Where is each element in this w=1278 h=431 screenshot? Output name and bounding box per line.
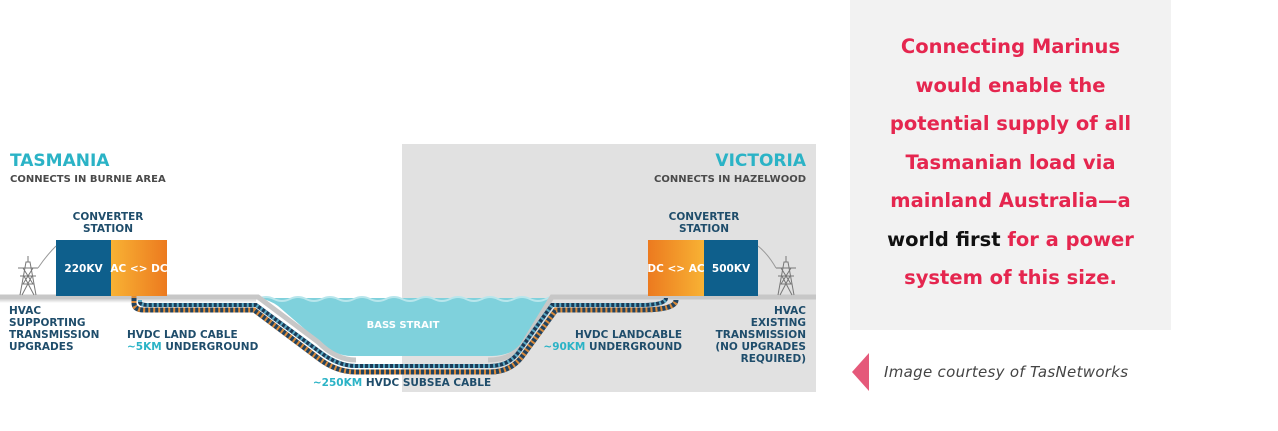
transmission-tower-left-icon (18, 256, 38, 296)
hvac-right-line-3: TRANSMISSION (716, 329, 806, 341)
subsea-cable-label: ~250KM HVDC SUBSEA CABLE (313, 377, 491, 389)
image-credit: Image courtesy of TasNetworks (852, 352, 1128, 392)
marinus-link-diagram: BASS STRAIT TASMANIA CONNECTS IN BURNIE … (0, 144, 816, 392)
victoria-title: VICTORIA (715, 151, 806, 171)
hvac-left-line-2: SUPPORTING (9, 317, 86, 329)
land-cable-left-line-1: HVDC LAND CABLE (127, 329, 238, 341)
transmission-tower-right-icon (776, 256, 796, 296)
tasmania-subtitle: CONNECTS IN BURNIE AREA (10, 174, 166, 185)
land-cable-right-rest: UNDERGROUND (585, 341, 682, 353)
hvac-right-line-5: REQUIRED) (741, 353, 806, 365)
hvac-left-line-4: UPGRADES (9, 341, 74, 353)
hvdc-subsea-cable (138, 297, 668, 368)
quote-part-2: for a power system of this size. (904, 227, 1134, 290)
credit-text: Image courtesy of TasNetworks (884, 363, 1129, 381)
power-line-right (757, 245, 777, 269)
land-cable-left-rest: UNDERGROUND (162, 341, 259, 353)
subsea-cable-rest: HVDC SUBSEA CABLE (362, 377, 491, 389)
power-line-left (37, 245, 57, 269)
water-waves (257, 296, 553, 302)
tasmania-title: TASMANIA (10, 151, 110, 171)
quote-panel: Connecting Marinus would enable the pote… (850, 0, 1171, 330)
land-cable-right-line-1: HVDC LANDCABLE (575, 329, 682, 341)
triangle-left-icon (852, 353, 869, 391)
voltage-500kv-label: 500KV (712, 263, 751, 275)
ground-shade-left (0, 299, 256, 303)
hvac-right-line-4: (NO UPGRADES (715, 341, 806, 353)
hvac-right-line-1: HVAC (774, 305, 806, 317)
converter-ac-dc-box (111, 240, 167, 296)
pull-quote: Connecting Marinus would enable the pote… (850, 0, 1171, 298)
converter-heading-left-1: CONVERTER (73, 211, 144, 223)
dc-ac-label: DC <> AC (647, 263, 704, 275)
ground-line-left (0, 294, 357, 363)
hvdc-land-cable-left-stripes (131, 296, 679, 375)
land-cable-left-distance: ~5KM (127, 341, 162, 353)
converter-500kv-box (704, 240, 758, 296)
converter-heading-right-2: STATION (679, 223, 729, 235)
land-cable-right-distance: ~90KM (543, 341, 585, 353)
hvac-right-line-2: EXISTING (751, 317, 806, 329)
converter-dc-ac-box (648, 240, 704, 296)
voltage-220kv-label: 220KV (64, 263, 103, 275)
bass-strait-water (258, 298, 550, 356)
converter-heading-right-1: CONVERTER (669, 211, 740, 223)
subsea-cable-distance: ~250KM (313, 377, 362, 389)
land-cable-left-line-2: ~5KM UNDERGROUND (127, 341, 259, 353)
hvac-left-line-1: HVAC (9, 305, 41, 317)
hvac-left-line-3: TRANSMISSION (9, 329, 99, 341)
converter-220kv-box (56, 240, 111, 296)
land-cable-right-line-2: ~90KM UNDERGROUND (543, 341, 682, 353)
converter-heading-left-2: STATION (83, 223, 133, 235)
bass-strait-label: BASS STRAIT (367, 320, 440, 331)
ac-dc-label: AC <> DC (110, 263, 167, 275)
quote-highlight: world first (887, 227, 1001, 251)
victoria-subtitle: CONNECTS IN HAZELWOOD (654, 174, 806, 185)
quote-part-1: Connecting Marinus would enable the pote… (889, 35, 1132, 212)
